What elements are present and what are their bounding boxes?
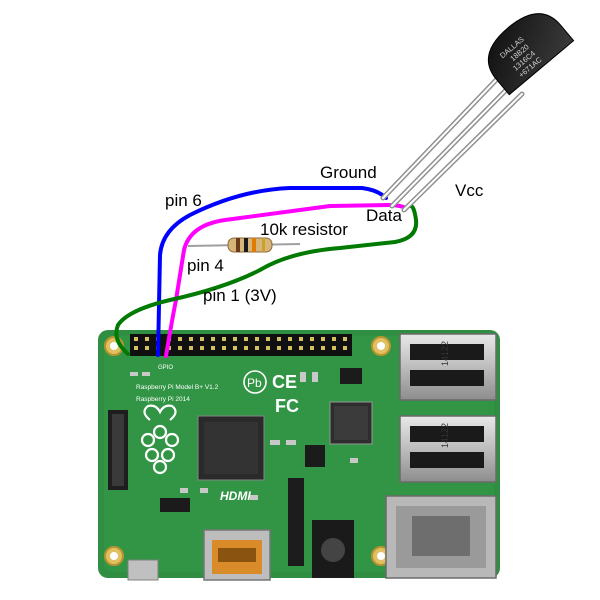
hdmi-label: HDMI	[220, 489, 251, 503]
micro-usb-port	[127, 559, 159, 581]
usb-port-top: 14122	[399, 333, 497, 401]
usb-port-bottom: 14122	[399, 415, 497, 483]
sensor-legs	[380, 75, 525, 213]
ethernet-port	[385, 495, 497, 579]
ce-mark: CE	[272, 372, 297, 392]
label-vcc: Vcc	[455, 181, 484, 200]
svg-text:14122: 14122	[440, 423, 450, 448]
raspberry-pi-board: GPIO Raspberry Pi Model B+ V1.2 Raspberr…	[98, 330, 500, 581]
fcc-mark: FC	[275, 396, 299, 416]
board-copyright-text: Raspberry Pi 2014	[136, 396, 190, 403]
board-model-text: Raspberry Pi Model B+ V1.2	[136, 384, 219, 391]
camera-connector	[288, 478, 304, 566]
label-pin1: pin 1 (3V)	[203, 286, 277, 305]
resistor	[187, 237, 301, 253]
pb-mark: Pb	[247, 376, 262, 390]
gpio-header	[130, 334, 352, 356]
label-pin4: pin 4	[187, 256, 224, 275]
label-resistor: 10k resistor	[260, 220, 348, 239]
svg-text:14122: 14122	[440, 341, 450, 366]
label-data: Data	[366, 206, 402, 225]
ds18b20-sensor: DALLAS 18B20 1316C4 +671AC	[380, 13, 575, 213]
wire-vcc	[114, 203, 419, 356]
gpio-label: GPIO	[158, 365, 173, 371]
label-pin6: pin 6	[165, 191, 202, 210]
wire-ground	[156, 186, 388, 357]
label-ground: Ground	[320, 163, 377, 182]
raspberry-logo-icon	[140, 404, 180, 475]
